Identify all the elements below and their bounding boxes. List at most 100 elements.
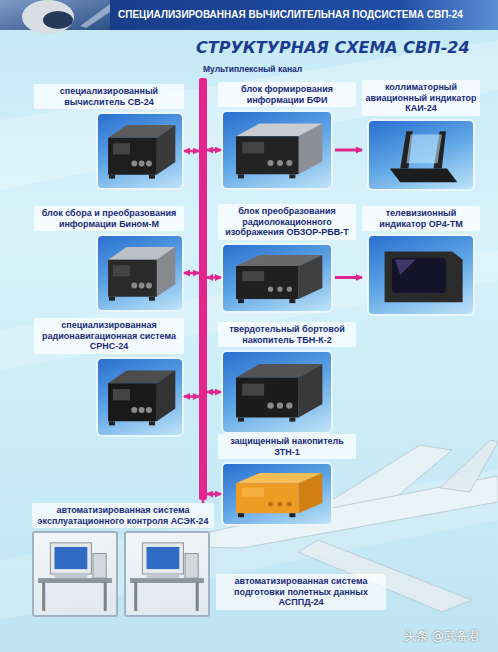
device-foot <box>238 174 244 178</box>
device-photo <box>367 119 475 191</box>
device-panel <box>242 384 264 396</box>
device-connector <box>131 406 137 412</box>
device-front <box>108 138 157 175</box>
keyboard <box>55 574 88 578</box>
monitor-screen <box>147 547 180 569</box>
device-foot <box>289 418 295 422</box>
device-illustration <box>98 359 182 435</box>
desk-top <box>130 578 204 583</box>
bus-line: Мультиплексный канал <box>199 78 207 500</box>
device-connector <box>146 406 152 412</box>
unit-label: защищенный накопитель ЗТН-1 <box>218 434 356 459</box>
device-side <box>299 473 323 513</box>
device-illustration <box>98 114 182 188</box>
device-side <box>157 125 176 175</box>
aircraft-fin <box>440 440 498 492</box>
device-front <box>108 383 157 421</box>
unit-label: твердотельный бортовой накопитель ТБН-К-… <box>218 322 356 347</box>
bus-connector <box>207 276 221 279</box>
system-box: автоматизированная система подготовки по… <box>216 574 386 613</box>
device-illustration <box>223 245 331 311</box>
device-panel <box>113 265 130 276</box>
device-photo <box>221 350 333 434</box>
device-illustration <box>223 112 331 188</box>
unit-box: твердотельный бортовой накопитель ТБН-К-… <box>221 322 335 434</box>
device-panel <box>113 143 130 154</box>
screen-glare <box>395 259 416 275</box>
unit-label: блок преобразования радиолокационного из… <box>218 204 356 240</box>
unit-box: специализированный вычислитель СВ-24 <box>34 84 184 190</box>
device-connector <box>131 161 137 167</box>
device-foot <box>289 299 295 303</box>
desk-leg <box>134 582 137 611</box>
tv-screen <box>392 258 446 293</box>
device-connector <box>277 402 283 408</box>
unit-label: блок сбора и преобразования информации Б… <box>34 206 184 231</box>
unit-label: автоматизированная система подготовки по… <box>216 574 386 610</box>
device-front <box>236 378 299 418</box>
device-photo <box>221 462 333 526</box>
bus-connector <box>184 150 199 153</box>
device-illustration <box>369 236 473 314</box>
pilot-visor <box>43 11 73 29</box>
device-connector <box>286 160 292 166</box>
unit-box: специализированная радионавигационная си… <box>34 318 184 437</box>
banner-heading: СПЕЦИАЛИЗИРОВАННАЯ ВЫЧИСЛИТЕЛЬНАЯ ПОДСИС… <box>118 9 463 20</box>
unit-label: специализированный вычислитель СВ-24 <box>34 84 184 109</box>
device-connector <box>131 283 137 289</box>
desk-leg <box>196 582 199 611</box>
device-connector <box>139 283 145 289</box>
device-illustration <box>34 533 116 615</box>
device-foot <box>149 421 155 425</box>
device-panel <box>242 488 264 497</box>
watermark: 头条 @武备君 <box>404 628 480 645</box>
bus-connector <box>184 272 199 275</box>
device-photo <box>221 243 333 313</box>
photo-row <box>32 531 214 617</box>
signal-arrow <box>335 149 362 152</box>
system-box: автоматизированная система эксплуатацион… <box>32 503 214 617</box>
device-connector <box>267 402 273 408</box>
device-connector <box>277 160 283 166</box>
desk-leg <box>42 582 45 611</box>
device-front <box>236 266 299 299</box>
device-photo <box>96 234 184 312</box>
workstation-photo <box>32 531 118 617</box>
device-photo <box>96 357 184 437</box>
device-foot <box>149 175 155 179</box>
aircraft-in-banner <box>80 4 110 28</box>
device-connector <box>287 502 292 507</box>
device-illustration <box>98 236 182 310</box>
device-panel <box>113 389 130 400</box>
device-connector <box>146 161 152 167</box>
light-streak <box>0 40 498 190</box>
keyboard <box>147 574 180 578</box>
device-connector <box>286 402 292 408</box>
workstation-photo <box>124 531 210 617</box>
device-connector <box>139 406 145 412</box>
device-photo <box>367 234 475 316</box>
bus-connector <box>207 493 221 496</box>
device-illustration <box>369 121 473 189</box>
unit-box: блок сбора и преобразования информации Б… <box>34 206 184 312</box>
unit-label: специализированная радионавигационная си… <box>34 318 184 354</box>
indicator-box: коллиматорный авиационный индикатор КАИ-… <box>362 80 480 191</box>
signal-arrow <box>335 276 362 279</box>
unit-label: блок формирования информации БФИ <box>218 82 356 107</box>
device-foot <box>149 297 155 301</box>
device-photo <box>221 110 333 190</box>
device-connector <box>139 161 145 167</box>
hud-base <box>390 168 458 182</box>
desk-top <box>38 578 112 583</box>
unit-label: коллиматорный авиационный индикатор КАИ-… <box>362 80 480 116</box>
unit-label: телевизионный индикатор ОР4-ТМ <box>362 206 480 231</box>
light-streak <box>0 470 498 620</box>
bus-connector <box>202 500 205 503</box>
device-illustration <box>126 533 208 615</box>
device-photo <box>96 112 184 190</box>
bus-connector <box>184 395 199 398</box>
device-illustration <box>223 352 331 432</box>
unit-box: защищенный накопитель ЗТН-1 <box>221 434 335 526</box>
device-illustration <box>223 464 331 524</box>
